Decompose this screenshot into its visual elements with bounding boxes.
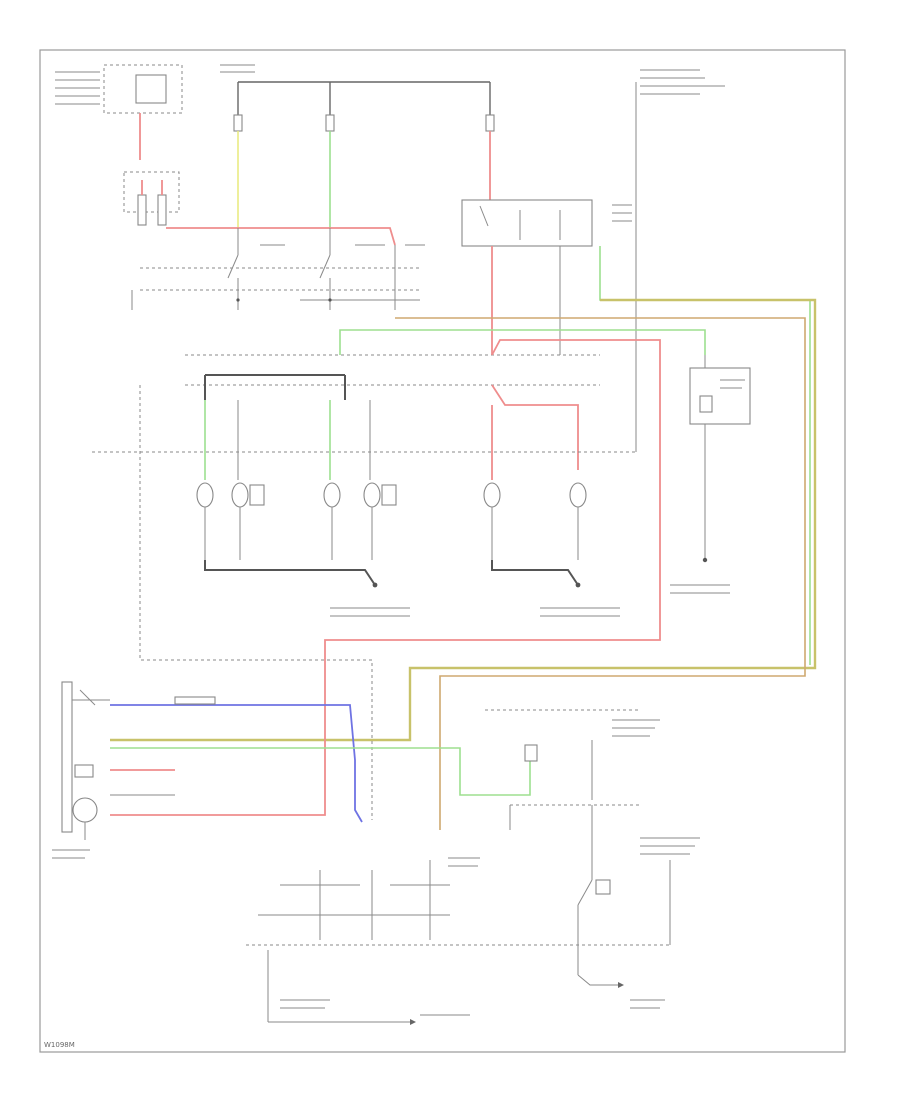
lamp-group-right bbox=[483, 405, 587, 560]
wire-red-long-loop bbox=[110, 339, 661, 816]
label-blocks bbox=[52, 69, 745, 1016]
dimmer-switch-a bbox=[524, 744, 538, 762]
bottom-left-arrow bbox=[410, 1019, 416, 1025]
switch-contact-left bbox=[137, 194, 147, 226]
bottom-right-arrow bbox=[618, 982, 624, 988]
bottom-right-relay-out bbox=[577, 974, 618, 986]
ground-bus-left-lamps bbox=[204, 560, 376, 586]
fuse-box-module bbox=[135, 74, 167, 104]
lamp-group-left bbox=[196, 400, 265, 560]
ground-bus-right-lamps bbox=[491, 560, 579, 586]
fuse-bus-label-lines bbox=[220, 64, 255, 73]
headlight-switch-contact bbox=[79, 689, 96, 706]
bottom-right-relay-switch bbox=[577, 879, 593, 906]
bottom-right-relay-coil bbox=[595, 879, 611, 895]
diagram-frame bbox=[39, 49, 846, 1053]
relay-box bbox=[461, 199, 593, 247]
wire-red-lamp-right bbox=[491, 384, 579, 470]
wire-green-junction bbox=[339, 329, 706, 355]
relay-box-switch bbox=[479, 205, 489, 227]
ground-point-right bbox=[575, 582, 581, 588]
diagram-footer-code: W1098M bbox=[44, 1041, 75, 1049]
lamp-group-center bbox=[323, 400, 397, 560]
wire-pink-horizontal bbox=[166, 227, 396, 246]
wire-blue-headlight bbox=[110, 704, 363, 823]
switch-box-outline bbox=[123, 171, 180, 213]
side-module-ground bbox=[702, 557, 708, 563]
dimmer-connector bbox=[174, 696, 216, 705]
headlight-switch-dial bbox=[72, 797, 98, 823]
fuse-drops bbox=[233, 82, 495, 132]
headlight-switch-knob bbox=[74, 764, 94, 778]
fuse-box-outline bbox=[103, 64, 183, 114]
relay-switches bbox=[131, 228, 396, 310]
wire-tan-loop bbox=[395, 317, 806, 830]
harness-dashed-outline bbox=[139, 385, 373, 820]
side-module-box bbox=[689, 367, 751, 425]
wire-olive-outer bbox=[110, 298, 817, 742]
relay-connector-row bbox=[236, 298, 420, 302]
ground-point-left bbox=[372, 582, 378, 588]
wire-green-dimmer bbox=[110, 747, 531, 796]
side-module-lamp bbox=[699, 395, 713, 413]
fuse-box-label-lines bbox=[55, 71, 100, 105]
headlight-switch-body bbox=[61, 681, 73, 833]
switch-contact-right bbox=[157, 194, 167, 226]
